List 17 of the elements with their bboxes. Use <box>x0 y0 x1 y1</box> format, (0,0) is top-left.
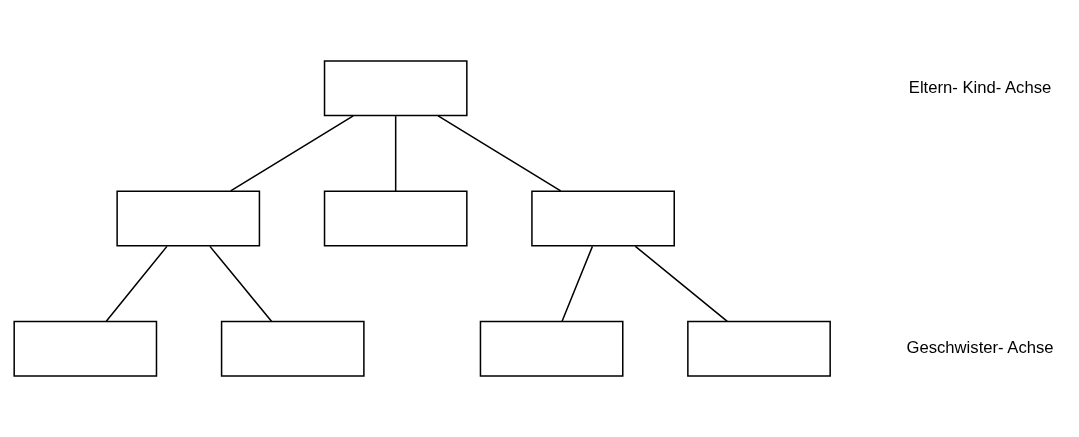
connector <box>437 115 562 192</box>
node-box <box>687 320 831 377</box>
connector <box>561 245 594 323</box>
connector <box>394 115 397 192</box>
node-box <box>220 320 365 377</box>
node-box <box>323 190 468 247</box>
node-box <box>116 190 261 247</box>
connector <box>229 115 354 192</box>
connector <box>105 245 168 323</box>
node-box <box>13 320 158 377</box>
node-box <box>323 60 468 117</box>
label: Geschwister- Achse <box>906 337 1054 357</box>
connector <box>209 245 273 323</box>
connector <box>634 245 729 323</box>
node-box <box>531 190 675 247</box>
label: Eltern- Kind- Achse <box>908 77 1052 97</box>
node-box <box>479 320 624 377</box>
